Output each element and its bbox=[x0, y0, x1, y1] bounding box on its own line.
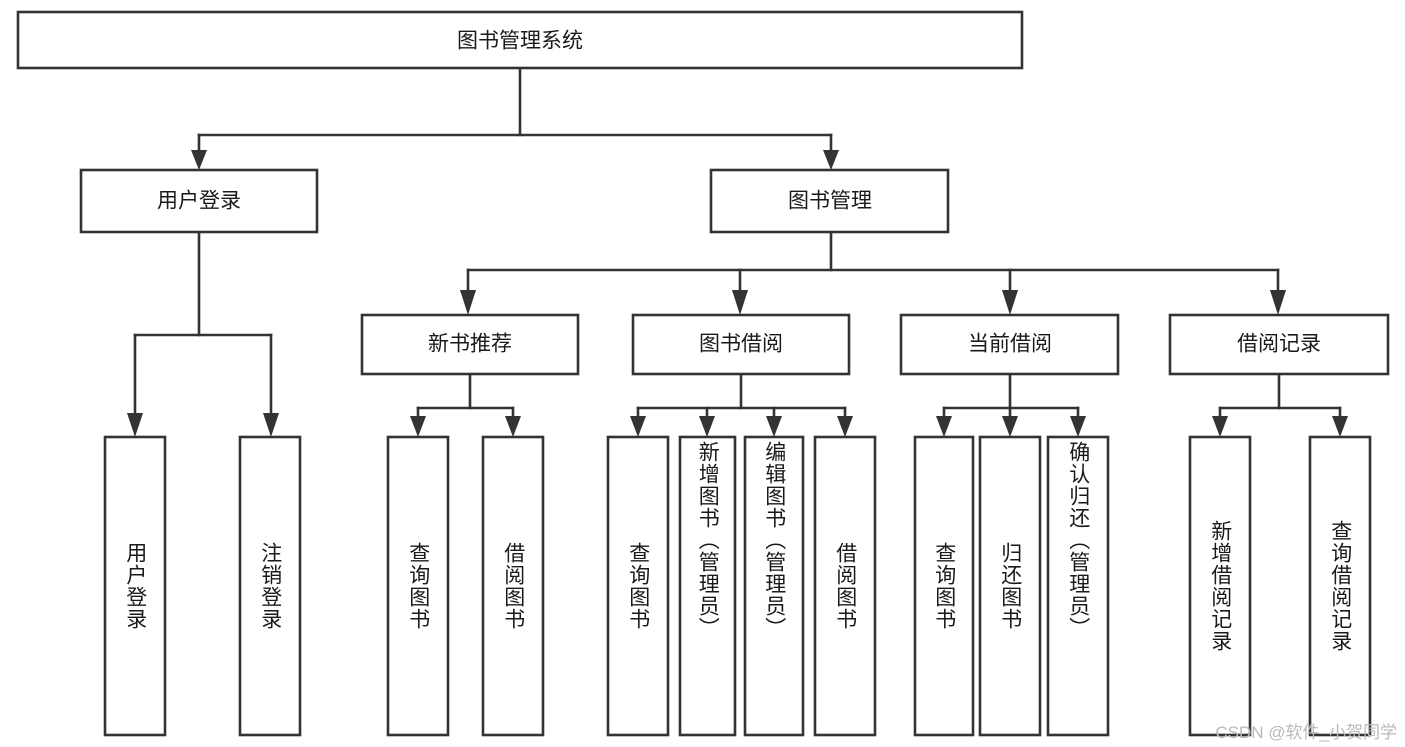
node-leaf-borrow-book-1-box[interactable] bbox=[481, 435, 545, 737]
connector-group bbox=[127, 66, 1348, 437]
leaf-node-group bbox=[103, 435, 1372, 737]
node-user-login-label: 用户登录 bbox=[157, 190, 241, 213]
node-borrow-record-label: 借阅记录 bbox=[1237, 333, 1321, 356]
node-root-label: 图书管理系统 bbox=[457, 30, 583, 53]
node-book-borrow-box[interactable] bbox=[631, 313, 851, 376]
node-new-book-recommend-label: 新书推荐 bbox=[428, 333, 512, 356]
node-leaf-return-book-box[interactable] bbox=[978, 435, 1042, 737]
node-borrow-record[interactable]: 借阅记录 bbox=[1168, 313, 1390, 376]
node-borrow-record-box[interactable] bbox=[1168, 313, 1390, 376]
arrow-to-book-management bbox=[823, 150, 839, 170]
node-leaf-borrow-book-2-box[interactable] bbox=[813, 435, 877, 737]
node-root-box[interactable] bbox=[16, 10, 1024, 70]
arrow-to-leaf-logout bbox=[263, 413, 279, 437]
node-leaf-query-record-box[interactable] bbox=[1308, 435, 1372, 737]
node-new-book-recommend-box[interactable] bbox=[360, 313, 580, 376]
node-root[interactable]: 图书管理系统 bbox=[16, 10, 1024, 70]
node-leaf-add-record-box[interactable] bbox=[1188, 435, 1252, 737]
arrow-to-user-login bbox=[191, 150, 207, 170]
arrow-to-leaf-add-book bbox=[699, 416, 715, 437]
node-book-borrow[interactable]: 图书借阅 bbox=[631, 313, 851, 376]
node-user-login-box[interactable] bbox=[79, 168, 319, 234]
arrow-to-leaf-return-book bbox=[1002, 416, 1018, 437]
arrow-to-leaf-edit-book bbox=[766, 416, 782, 437]
arrow-to-leaf-borrow-book-2 bbox=[837, 416, 853, 437]
node-leaf-add-book-box[interactable] bbox=[678, 435, 737, 737]
arrow-to-leaf-query-book-3 bbox=[936, 416, 952, 437]
arrow-to-book-borrow bbox=[732, 290, 748, 315]
node-leaf-edit-book-box[interactable] bbox=[743, 435, 805, 737]
arrow-to-leaf-user-login bbox=[127, 413, 143, 437]
node-current-borrow[interactable]: 当前借阅 bbox=[899, 313, 1120, 376]
node-book-management-label: 图书管理 bbox=[788, 190, 872, 213]
node-leaf-query-book-3-box[interactable] bbox=[913, 435, 975, 737]
node-leaf-query-book-2-box[interactable] bbox=[606, 435, 670, 737]
arrow-to-leaf-query-record bbox=[1332, 416, 1348, 437]
node-current-borrow-label: 当前借阅 bbox=[968, 333, 1052, 356]
node-leaf-query-book-1-box[interactable] bbox=[386, 435, 450, 737]
arrow-to-leaf-query-book-1 bbox=[410, 416, 426, 437]
node-leaf-user-login-box[interactable] bbox=[103, 435, 167, 737]
node-book-management-box[interactable] bbox=[709, 168, 950, 234]
watermark-text: CSDN @软件_小贺同学 bbox=[1215, 723, 1397, 742]
arrow-to-new-book-recommend bbox=[460, 290, 476, 315]
node-book-management[interactable]: 图书管理 bbox=[709, 168, 950, 234]
node-leaf-logout-box[interactable] bbox=[238, 435, 302, 737]
arrow-to-borrow-record bbox=[1270, 290, 1286, 315]
arrow-to-leaf-confirm-return bbox=[1070, 416, 1086, 437]
node-new-book-recommend[interactable]: 新书推荐 bbox=[360, 313, 580, 376]
node-user-login[interactable]: 用户登录 bbox=[79, 168, 319, 234]
arrow-to-leaf-add-record bbox=[1212, 416, 1228, 437]
node-leaf-confirm-return-box[interactable] bbox=[1046, 435, 1110, 737]
node-book-borrow-label: 图书借阅 bbox=[699, 333, 783, 356]
arrow-to-current-borrow bbox=[1002, 290, 1018, 315]
arrow-to-leaf-query-book-2 bbox=[630, 416, 646, 437]
arrow-to-leaf-borrow-book-1 bbox=[505, 416, 521, 437]
node-current-borrow-box[interactable] bbox=[899, 313, 1120, 376]
